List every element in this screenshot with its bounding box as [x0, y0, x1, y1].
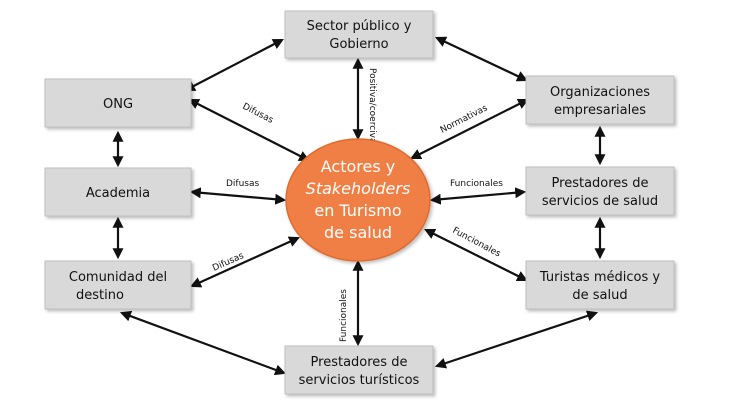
- node-sector-publico-line2: Gobierno: [329, 37, 388, 52]
- center-line1: Actores y: [321, 157, 395, 176]
- node-turistas: [525, 260, 675, 310]
- spoke-organizaciones: [410, 99, 529, 159]
- center-ellipse: [285, 138, 431, 262]
- node-comunidad-line2: destino: [76, 288, 124, 303]
- node-prestadores-salud: [525, 166, 675, 216]
- edge-label-prestadores-turisticos: Funcionales: [339, 289, 349, 342]
- edge-label-academia: Difusas: [226, 179, 260, 189]
- arrow-sector-ong: [184, 38, 284, 92]
- node-turistas-line2: de salud: [572, 288, 627, 303]
- node-organizaciones: [525, 75, 675, 125]
- node-academia-line1: Academia: [86, 186, 150, 201]
- node-organizaciones-line1: Organizaciones: [550, 85, 650, 100]
- spoke-connectors: [188, 57, 529, 347]
- node-organizaciones-line2: empresariales: [554, 103, 646, 118]
- node-ong-line1: ONG: [103, 97, 133, 112]
- node-comunidad-line1: Comunidad del: [69, 270, 167, 285]
- node-sector-publico-line1: Sector público y: [307, 19, 412, 34]
- center-line3: en Turismo: [314, 201, 401, 220]
- spoke-academia: [189, 187, 287, 205]
- edge-label-ong: Difusas: [241, 102, 275, 126]
- center-line4: de salud: [324, 223, 392, 242]
- spoke-prestadores-salud: [429, 187, 527, 205]
- node-prestadores-salud-line1: Prestadores de: [552, 176, 649, 191]
- edge-label-sector-publico: Positiva/coerciva: [367, 68, 377, 144]
- edge-label-prestadores-salud: Funcionales: [450, 179, 503, 189]
- node-prestadores-turisticos-line1: Prestadores de: [311, 355, 408, 370]
- node-prestadores-turisticos: [284, 345, 434, 395]
- node-prestadores-turisticos-line2: servicios turísticos: [299, 373, 420, 388]
- spoke-ong: [188, 99, 310, 161]
- spoke-comunidad: [189, 236, 301, 288]
- spoke-turistas: [424, 229, 528, 281]
- node-sector-publico: [284, 10, 434, 59]
- arrow-turistas-prestadores-turisticos: [434, 310, 599, 369]
- node-academia: [44, 167, 192, 217]
- node-prestadores-salud-line2: servicios de salud: [542, 194, 658, 209]
- node-ong: [44, 78, 192, 128]
- center-line2: Stakeholders: [306, 179, 411, 198]
- arrow-sector-organizaciones: [435, 36, 528, 82]
- node-turistas-line1: Turistas médicos y: [539, 270, 660, 285]
- arrow-comunidad-prestadores-turisticos: [119, 310, 287, 376]
- node-comunidad: [44, 260, 192, 310]
- perimeter-connectors: [112, 36, 606, 376]
